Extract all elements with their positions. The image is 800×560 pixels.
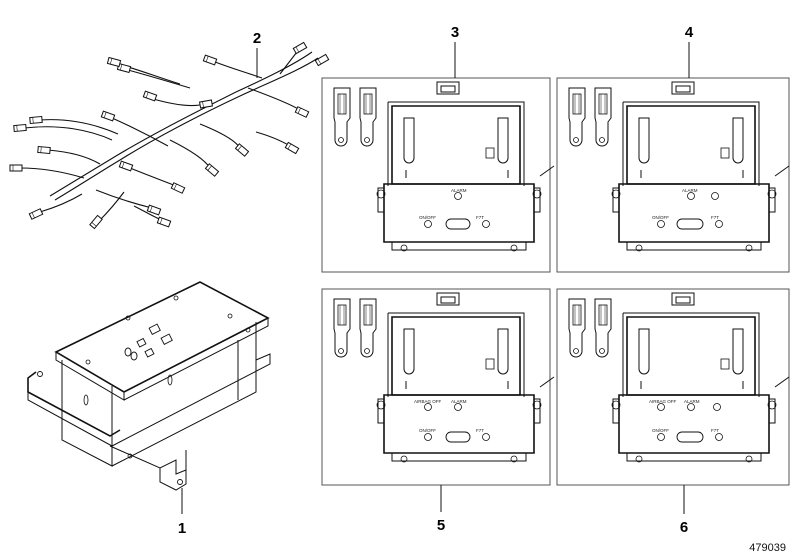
callout-5: 5 (437, 517, 445, 534)
airbag-off-label: AIRBAG OFF (414, 399, 442, 404)
fit-label: F7T (476, 428, 484, 433)
frame-4: ALARM ON/OFF F7T (556, 77, 790, 273)
wiring-harness (9, 41, 330, 230)
onoff-label: ON/OFF (419, 215, 436, 220)
onoff-label: ON/OFF (652, 428, 669, 433)
alarm-label: ALARM (451, 188, 467, 193)
diagram-reference-number: 479039 (749, 542, 786, 554)
mounting-box (27, 281, 271, 491)
airbag-off-label: AIRBAG OFF (649, 399, 677, 404)
frame-3: ALARM ON/OFF F7T (321, 77, 555, 273)
frame-6: AIRBAG OFF ALARM ON/OFF F7T (556, 288, 790, 486)
alarm-label: ALARM (451, 399, 467, 404)
fit-label: F7T (711, 428, 719, 433)
callout-2: 2 (253, 30, 261, 47)
callout-6: 6 (680, 519, 688, 536)
alarm-label: ALARM (682, 188, 698, 193)
alarm-label: ALARM (684, 399, 700, 404)
callout-3: 3 (451, 24, 459, 41)
onoff-label: ON/OFF (652, 215, 669, 220)
fit-label: F7T (711, 215, 719, 220)
frame-5: AIRBAG OFF ALARM ON/OFF F7T (321, 288, 555, 486)
fit-label: F7T (476, 215, 484, 220)
leader-lines (181, 42, 690, 514)
callout-1: 1 (178, 520, 186, 537)
onoff-label: ON/OFF (419, 428, 436, 433)
callout-4: 4 (685, 24, 694, 41)
